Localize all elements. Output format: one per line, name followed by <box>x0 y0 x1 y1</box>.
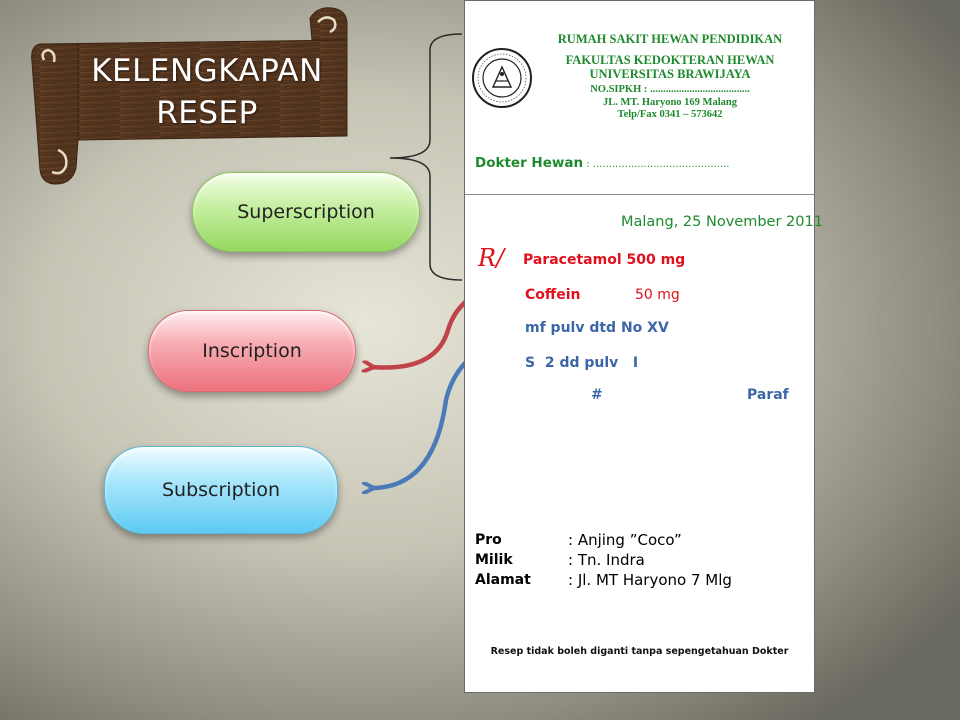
rx-item-paracetamol: Paracetamol 500 mg <box>523 252 686 268</box>
patient-milik-value: : Tn. Indra <box>568 551 645 569</box>
patient-milik-label: Milik <box>475 552 513 568</box>
rx-hash: # <box>591 387 603 403</box>
header-hospital-name: RUMAH SAKIT HEWAN PENDIDIKAN <box>557 32 783 46</box>
rx-instruction: mf pulv dtd No XV <box>525 320 669 336</box>
rx-signa: S 2 dd pulv I <box>525 355 639 371</box>
header-address: JL. MT. Haryono 169 Malang <box>603 97 737 108</box>
rx-item-coffein-dose: 50 mg <box>635 287 680 303</box>
patient-alamat-value: : Jl. MT Haryono 7 Mlg <box>568 571 732 589</box>
rx-paraf: Paraf <box>747 387 789 403</box>
doctor-dots: : ......................................… <box>583 159 730 170</box>
prescription-footer-note: Resep tidak boleh diganti tanpa sepenget… <box>490 646 789 657</box>
header-divider <box>465 194 814 195</box>
university-seal-icon <box>472 48 532 108</box>
banner-title: KELENGKAPAN RESEP <box>62 50 352 134</box>
banner-title-line1: KELENGKAPAN <box>91 53 323 89</box>
header-university: UNIVERSITAS BRAWIJAYA <box>589 67 751 81</box>
rx-symbol: R/ <box>478 244 505 272</box>
header-faculty: FAKULTAS KEDOKTERAN HEWAN <box>565 53 775 67</box>
prescription-date: Malang, 25 November 2011 <box>621 214 823 230</box>
rx-item-coffein: Coffein <box>525 287 581 303</box>
patient-pro-value: : Anjing ”Coco” <box>568 531 682 549</box>
banner-title-line2: RESEP <box>156 95 258 131</box>
header-phone: Telp/Fax 0341 – 573642 <box>617 109 723 120</box>
subscription-label: Subscription <box>104 446 338 534</box>
superscription-label: Superscription <box>192 172 420 252</box>
doctor-label: Dokter Hewan <box>475 155 584 171</box>
header-sipkh: NO.SIPKH : .............................… <box>590 84 750 95</box>
superscription-brace <box>389 33 463 281</box>
patient-alamat-label: Alamat <box>475 572 531 588</box>
inscription-label: Inscription <box>148 310 356 392</box>
prescription-card: RUMAH SAKIT HEWAN PENDIDIKAN FAKULTAS KE… <box>464 0 823 693</box>
patient-pro-label: Pro <box>475 532 502 548</box>
doctor-line: Dokter Hewan : .........................… <box>475 155 730 171</box>
